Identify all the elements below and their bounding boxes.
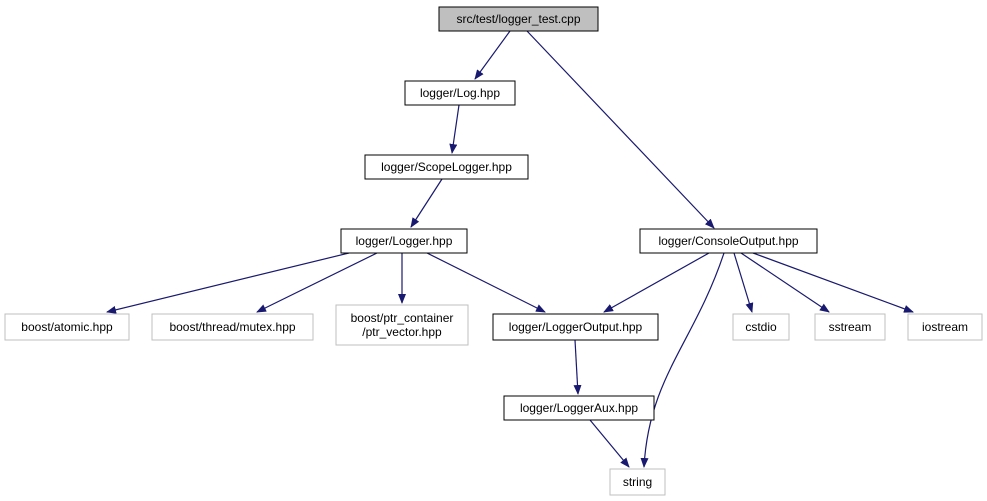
node-label: boost/atomic.hpp <box>21 320 113 334</box>
edge-loggeroutput-to-loggeraux <box>573 339 582 395</box>
node-box <box>639 228 818 254</box>
node-mutex: boost/thread/mutex.hpp <box>151 313 314 341</box>
edge-scopelogger-to-logger <box>410 178 443 228</box>
node-box <box>609 468 666 496</box>
edge-logger-to-loggeroutput <box>426 252 546 313</box>
node-box <box>814 313 886 341</box>
edge-logger-to-mutex <box>256 252 378 313</box>
edge-logger-to-atomic <box>106 252 350 314</box>
node-box <box>340 228 468 254</box>
node-box <box>335 304 469 346</box>
node-string: string <box>609 468 666 496</box>
node-label: logger/ConsoleOutput.hpp <box>658 234 798 248</box>
edge-loggeraux-to-string <box>589 419 630 468</box>
edges-layer <box>106 30 914 468</box>
node-label: sstream <box>829 320 872 334</box>
node-label: logger/LoggerAux.hpp <box>520 401 638 415</box>
node-box <box>907 313 983 341</box>
node-label: cstdio <box>745 320 777 334</box>
edge-consoleoutput-to-loggeroutput <box>603 252 710 313</box>
node-ptr_vector: boost/ptr_container/ptr_vector.hpp <box>335 304 469 346</box>
node-label: boost/thread/mutex.hpp <box>169 320 295 334</box>
node-logger[interactable]: logger/Logger.hpp <box>340 228 468 254</box>
edge-consoleoutput-to-cstdio <box>733 252 754 313</box>
node-label: logger/Logger.hpp <box>356 234 453 248</box>
edge-logger_test-to-log <box>474 30 511 80</box>
edge-consoleoutput-to-string <box>640 252 725 468</box>
edge-log-to-scopelogger <box>449 104 460 154</box>
node-label: logger/ScopeLogger.hpp <box>381 160 512 174</box>
node-loggeraux[interactable]: logger/LoggerAux.hpp <box>503 395 655 421</box>
node-scopelogger[interactable]: logger/ScopeLogger.hpp <box>364 154 529 180</box>
node-sstream: sstream <box>814 313 886 341</box>
node-log[interactable]: logger/Log.hpp <box>404 80 516 106</box>
node-label: logger/Log.hpp <box>420 86 500 100</box>
node-label: string <box>623 475 652 489</box>
node-box <box>4 313 130 341</box>
nodes-layer: src/test/logger_test.cpp logger/Log.hpp lo… <box>4 6 983 496</box>
node-box <box>438 6 599 32</box>
node-box <box>151 313 314 341</box>
node-box <box>404 80 516 106</box>
node-box <box>503 395 655 421</box>
edge-consoleoutput-to-sstream <box>740 252 830 313</box>
node-label: boost/ptr_container <box>351 311 454 325</box>
node-label: /ptr_vector.hpp <box>362 325 442 339</box>
edge-logger_test-to-consoleoutput <box>526 30 715 229</box>
node-label: src/test/logger_test.cpp <box>456 12 580 26</box>
node-box <box>732 313 790 341</box>
node-label: iostream <box>922 320 968 334</box>
node-atomic: boost/atomic.hpp <box>4 313 130 341</box>
node-box <box>492 313 659 341</box>
node-logger_test[interactable]: src/test/logger_test.cpp <box>438 6 599 32</box>
node-label: logger/LoggerOutput.hpp <box>509 320 643 334</box>
node-iostream: iostream <box>907 313 983 341</box>
node-box <box>364 154 529 180</box>
node-loggeroutput[interactable]: logger/LoggerOutput.hpp <box>492 313 659 341</box>
edge-consoleoutput-to-iostream <box>752 252 914 313</box>
node-consoleoutput[interactable]: logger/ConsoleOutput.hpp <box>639 228 818 254</box>
node-cstdio: cstdio <box>732 313 790 341</box>
